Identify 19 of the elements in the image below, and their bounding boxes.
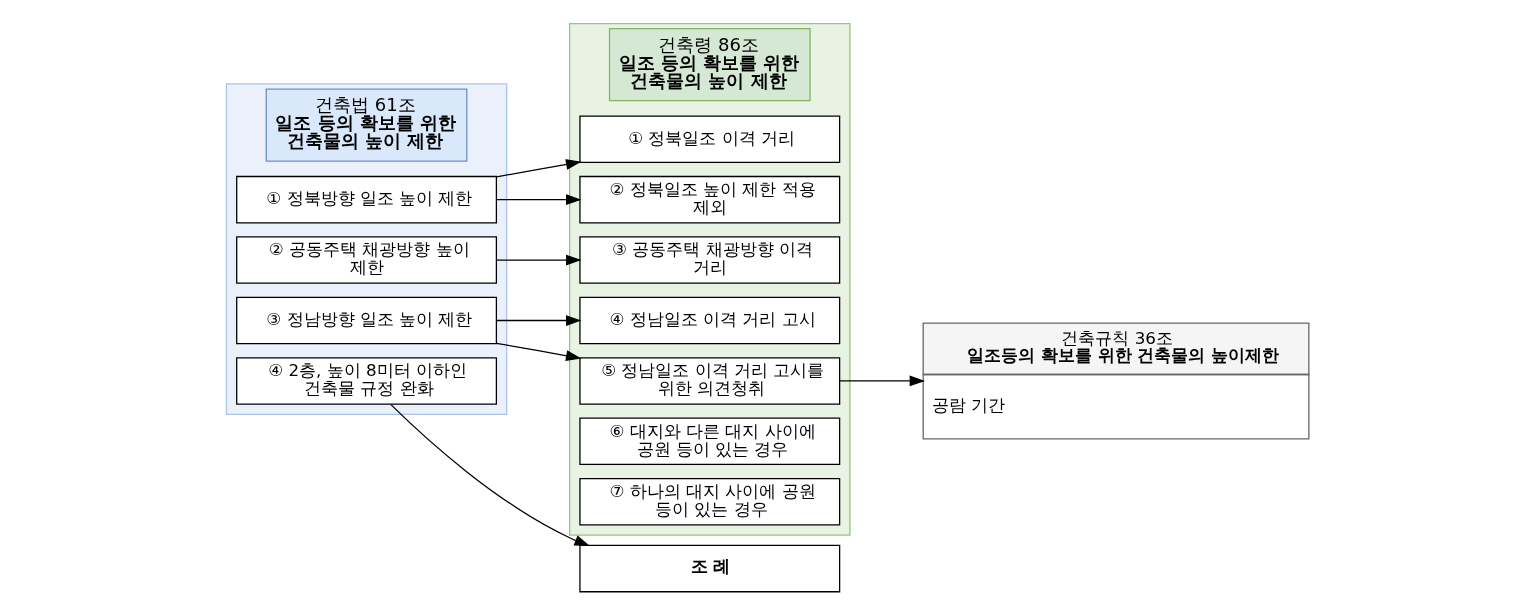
node-box: ④ 정남일조 이격 거리 고시 [579, 296, 841, 345]
arrow [496, 342, 582, 361]
arrow [496, 315, 582, 326]
node-box: ① 정북방향 일조 높이 제한 [236, 175, 498, 224]
node-box: ② 정북일조 높이 제한 적용 제외 [579, 175, 841, 224]
node-box: ④ 2층, 높이 8미터 이하인 건축물 규정 완화 [236, 357, 498, 405]
node-box: ⑤ 정남일조 이격 거리 고시를 위한 의견청취 [579, 357, 841, 405]
arrow [496, 159, 582, 178]
node-box: ① 정북일조 이격 거리 [579, 115, 841, 164]
arrow [496, 194, 582, 206]
node-box: ⑥ 대지와 다른 대지 사이에 공원 등이 있는 경우 [579, 417, 841, 466]
node-box: 조 례 [579, 544, 841, 593]
arrow [496, 254, 582, 266]
node-box: ⑦ 하나의 대지 사이에 공원 등이 있는 경우 [579, 477, 841, 526]
node-box: ② 공동주택 채광방향 높이 제한 [236, 236, 498, 284]
arrow [839, 375, 926, 387]
arrow [390, 403, 590, 547]
node-box: ③ 정남방향 일조 높이 제한 [236, 296, 498, 345]
node-box: ③ 공동주택 채광방향 이격 거리 [579, 236, 841, 284]
